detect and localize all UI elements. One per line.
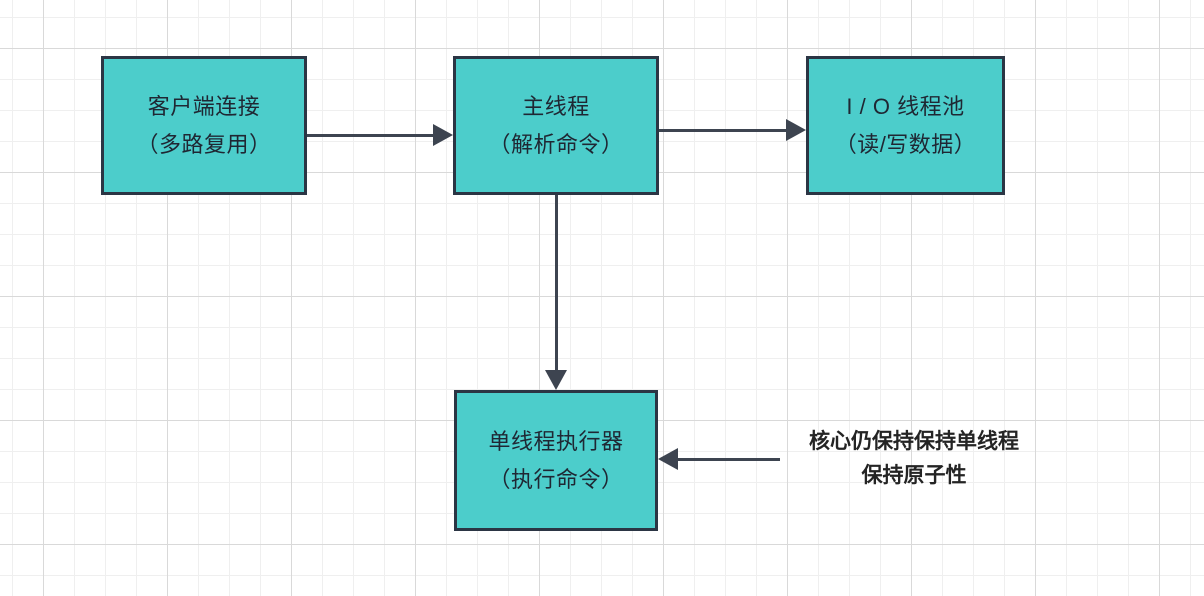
node-single-thread-executor[interactable]: 单线程执行器 （执行命令） bbox=[454, 390, 658, 531]
edge-main-thread-to-single-thread-executor bbox=[545, 195, 567, 391]
node-io-thread-pool-line2: （读/写数据） bbox=[834, 131, 977, 157]
node-main-thread[interactable]: 主线程 （解析命令） bbox=[453, 56, 659, 195]
node-single-thread-executor-line1: 单线程执行器 bbox=[488, 428, 624, 454]
node-client-connection-line1: 客户端连接 bbox=[147, 93, 261, 119]
arrow-left-icon bbox=[658, 448, 678, 470]
edge-client-to-main-thread bbox=[307, 124, 453, 146]
arrow-right-icon bbox=[433, 124, 453, 146]
edge-line bbox=[659, 129, 791, 132]
arrow-right-icon bbox=[786, 119, 806, 141]
edge-line bbox=[555, 195, 558, 373]
node-single-thread-executor-line2: （执行命令） bbox=[488, 466, 624, 492]
node-main-thread-line2: （解析命令） bbox=[488, 131, 624, 157]
node-main-thread-line1: 主线程 bbox=[522, 93, 590, 119]
node-io-thread-pool-line1: I / O 线程池 bbox=[846, 93, 965, 119]
arrow-down-icon bbox=[545, 370, 567, 390]
node-client-connection-line2: （多路复用） bbox=[136, 131, 272, 157]
atomicity-note-line1: 核心仍保持保持单线程 bbox=[809, 430, 1019, 453]
node-io-thread-pool[interactable]: I / O 线程池 （读/写数据） bbox=[806, 56, 1005, 195]
edge-note-to-single-thread-executor bbox=[658, 448, 780, 470]
edge-line bbox=[307, 134, 438, 137]
edge-main-thread-to-io-thread-pool bbox=[659, 119, 806, 141]
atomicity-note-line2: 保持原子性 bbox=[861, 464, 967, 487]
atomicity-note: 核心仍保持保持单线程 保持原子性 bbox=[769, 425, 1059, 493]
node-client-connection[interactable]: 客户端连接 （多路复用） bbox=[101, 56, 307, 195]
edge-line bbox=[673, 458, 780, 461]
